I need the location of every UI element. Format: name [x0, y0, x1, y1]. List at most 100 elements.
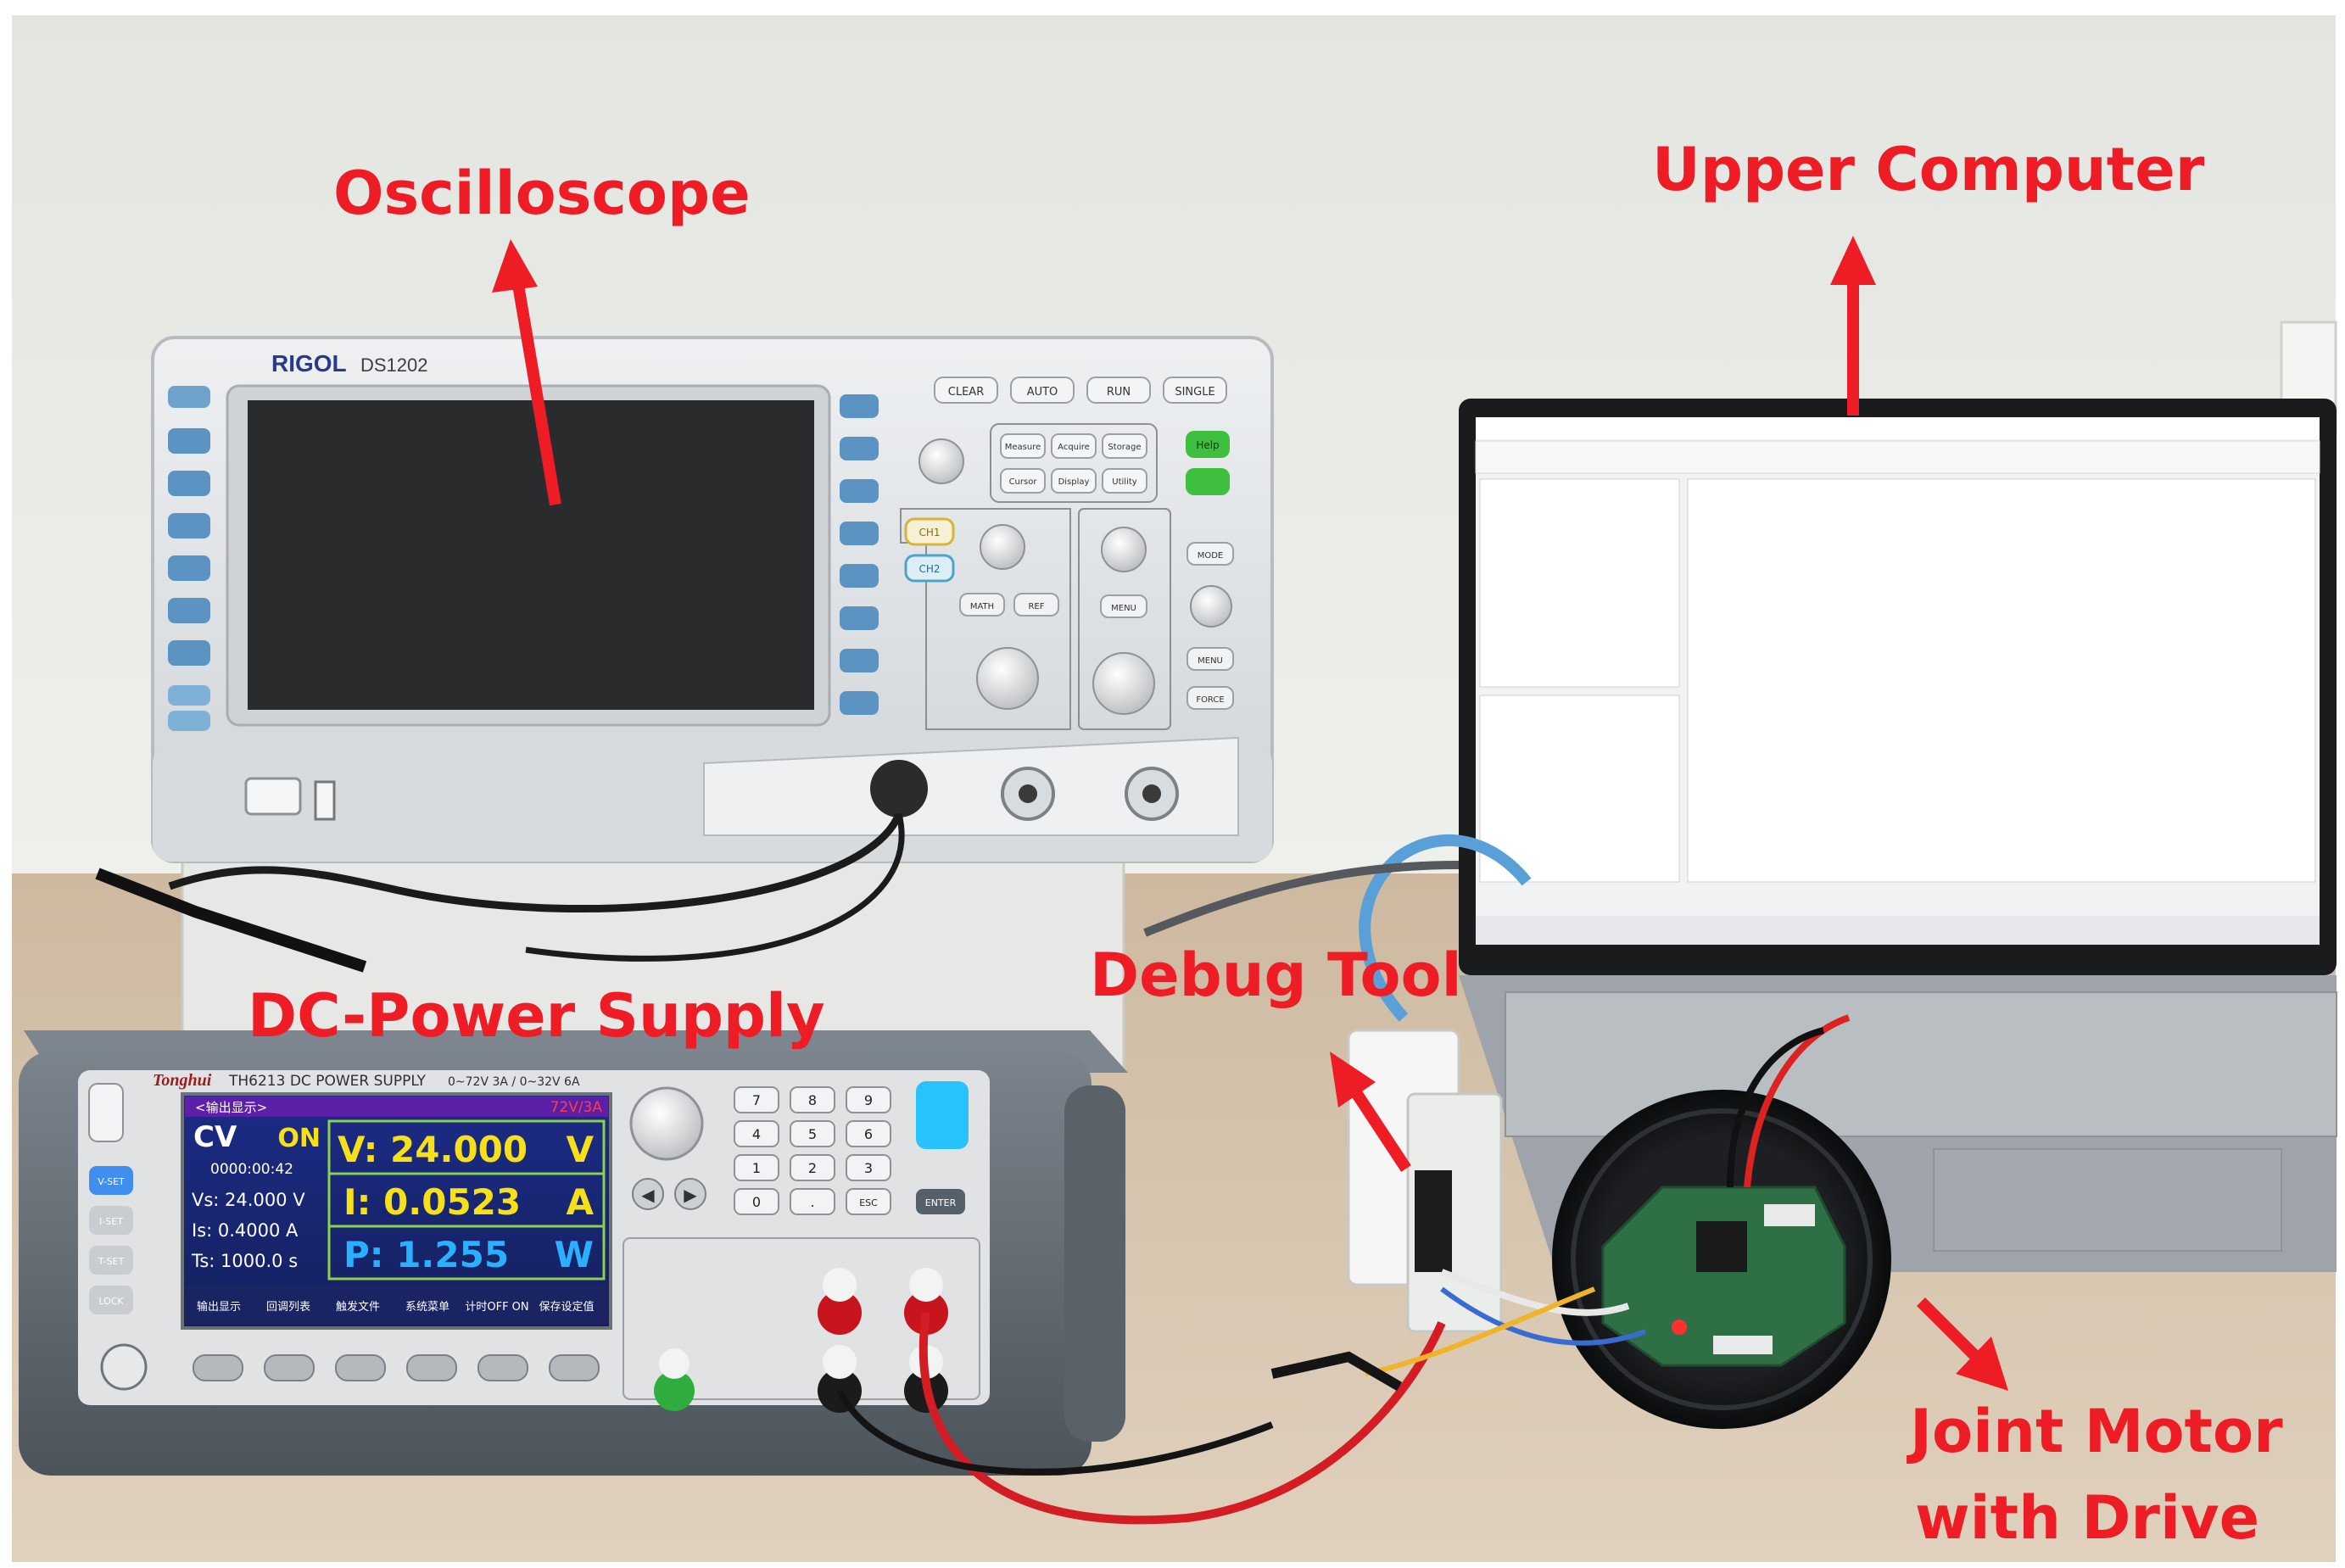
keypad-key-1[interactable]	[734, 1154, 779, 1181]
ch1-button[interactable]	[904, 517, 955, 546]
app-titlebar	[1476, 417, 2320, 439]
right-softkey[interactable]	[840, 437, 879, 460]
psu-softkey[interactable]	[549, 1354, 600, 1381]
clear-button[interactable]	[934, 377, 998, 404]
keypad-key-8[interactable]	[790, 1086, 835, 1113]
mode-button[interactable]	[1186, 542, 1234, 566]
psu-softkey[interactable]	[477, 1354, 528, 1381]
debug-tool-cable	[1359, 834, 1532, 1022]
trigger-level-knob[interactable]	[1190, 585, 1232, 628]
psu-softkey[interactable]	[335, 1354, 386, 1381]
storage-button[interactable]	[1102, 433, 1147, 459]
multipurpose-knob[interactable]	[918, 438, 964, 484]
right-softkey[interactable]	[840, 394, 879, 418]
page-down-key[interactable]	[168, 711, 210, 731]
vertical-position-knob[interactable]	[980, 524, 1025, 570]
psu-side-handle	[1064, 1085, 1125, 1442]
storage-label: Storage	[1108, 443, 1141, 452]
menu-key[interactable]	[168, 386, 210, 408]
dc-power-supply-annotation: DC-Power Supply	[248, 981, 825, 1051]
v-set-label: V-SET	[98, 1176, 125, 1187]
cursor-button[interactable]	[1000, 468, 1046, 494]
keypad-key-enter[interactable]	[916, 1189, 965, 1214]
horizontal-scale-knob[interactable]	[1092, 652, 1155, 715]
left-softkey[interactable]	[168, 640, 210, 666]
oscilloscope-power-button[interactable]	[244, 777, 302, 816]
force-button[interactable]	[1186, 686, 1234, 710]
right-softkey[interactable]	[840, 691, 879, 715]
keypad-key-9[interactable]	[846, 1086, 891, 1113]
keypad-key-esc[interactable]	[846, 1188, 891, 1215]
v-set-key[interactable]	[89, 1166, 133, 1195]
left-softkey[interactable]	[168, 471, 210, 496]
trigger-menu-button[interactable]	[1186, 647, 1234, 671]
psu-softkey[interactable]	[406, 1354, 457, 1381]
psu-power-switch[interactable]	[100, 1343, 148, 1391]
output-on-off-key[interactable]	[916, 1081, 969, 1149]
vertical-scale-knob[interactable]	[976, 647, 1039, 710]
lcd-current-unit: A	[566, 1181, 594, 1223]
left-arrow-key[interactable]	[632, 1178, 664, 1210]
psu-softkey[interactable]	[264, 1354, 315, 1381]
page-up-key[interactable]	[168, 685, 210, 706]
display-button[interactable]	[1051, 468, 1097, 494]
ch1-positive-cap	[823, 1268, 857, 1302]
ch2-button[interactable]	[904, 554, 955, 583]
annotation-arrows	[492, 236, 2008, 1391]
oscilloscope-arrowhead	[492, 239, 538, 293]
ch2-label: CH2	[918, 563, 940, 575]
keypad-key-dot-label: .	[810, 1194, 814, 1210]
left-softkey[interactable]	[168, 555, 210, 581]
psu-softkey[interactable]	[193, 1354, 243, 1381]
psu-display-toggle[interactable]	[88, 1083, 124, 1142]
left-softkey[interactable]	[168, 428, 210, 454]
signal-wire-bundle	[1440, 1286, 1647, 1346]
pcb-status-led	[1672, 1320, 1687, 1335]
keypad-key-0[interactable]	[734, 1188, 779, 1215]
left-softkey[interactable]	[168, 598, 210, 623]
run-stop-button[interactable]	[1086, 377, 1151, 404]
oscilloscope-top-keys: CLEAR AUTO RUN SINGLE	[934, 377, 1227, 404]
keypad-key-7[interactable]	[734, 1086, 779, 1113]
auto-button[interactable]	[1010, 377, 1075, 404]
help-button[interactable]	[1186, 431, 1230, 458]
left-softkey[interactable]	[168, 513, 210, 538]
math-button[interactable]	[959, 593, 1005, 617]
single-button[interactable]	[1163, 377, 1227, 404]
app-toolbar	[1475, 440, 2320, 474]
right-softkey[interactable]	[840, 479, 879, 503]
horizontal-position-knob[interactable]	[1101, 527, 1147, 572]
measure-button[interactable]	[1000, 433, 1046, 459]
right-softkey[interactable]	[840, 649, 879, 672]
i-set-key[interactable]	[89, 1206, 133, 1235]
keypad-key-2[interactable]	[790, 1154, 835, 1181]
horizontal-menu-button[interactable]	[1100, 594, 1147, 618]
keypad-key-3[interactable]	[846, 1154, 891, 1181]
utility-button[interactable]	[1102, 468, 1147, 494]
probe-compensation	[870, 760, 928, 817]
acquire-button[interactable]	[1051, 433, 1097, 459]
psu-range: 0~72V 3A / 0~32V 6A	[448, 1075, 580, 1089]
lock-key[interactable]	[89, 1286, 133, 1314]
psu-adjust-knob[interactable]	[629, 1086, 704, 1161]
power-button[interactable]	[1186, 468, 1230, 495]
keypad-key-4-label: 4	[752, 1126, 761, 1142]
right-softkey[interactable]	[840, 606, 879, 630]
keypad-key-5[interactable]	[790, 1120, 835, 1147]
measure-label: Measure	[1005, 443, 1041, 452]
motor-rim	[1571, 1108, 1873, 1410]
right-softkey[interactable]	[840, 522, 879, 545]
right-softkey[interactable]	[840, 564, 879, 588]
t-set-key[interactable]	[89, 1246, 133, 1275]
keypad-key-6[interactable]	[846, 1120, 891, 1147]
right-arrow-key[interactable]	[674, 1178, 706, 1210]
ref-button[interactable]	[1013, 593, 1059, 617]
keypad-key-0-label: 0	[752, 1194, 761, 1210]
oscilloscope-model: DS1202	[360, 354, 428, 376]
right-arrow-icon: ▶	[684, 1185, 697, 1205]
force-label: FORCE	[1196, 695, 1224, 705]
psu-brand: Tonghui	[153, 1071, 212, 1090]
keypad-key-4[interactable]	[734, 1120, 779, 1147]
keypad-key-dot[interactable]	[790, 1188, 835, 1215]
cursor-label: Cursor	[1009, 477, 1038, 487]
